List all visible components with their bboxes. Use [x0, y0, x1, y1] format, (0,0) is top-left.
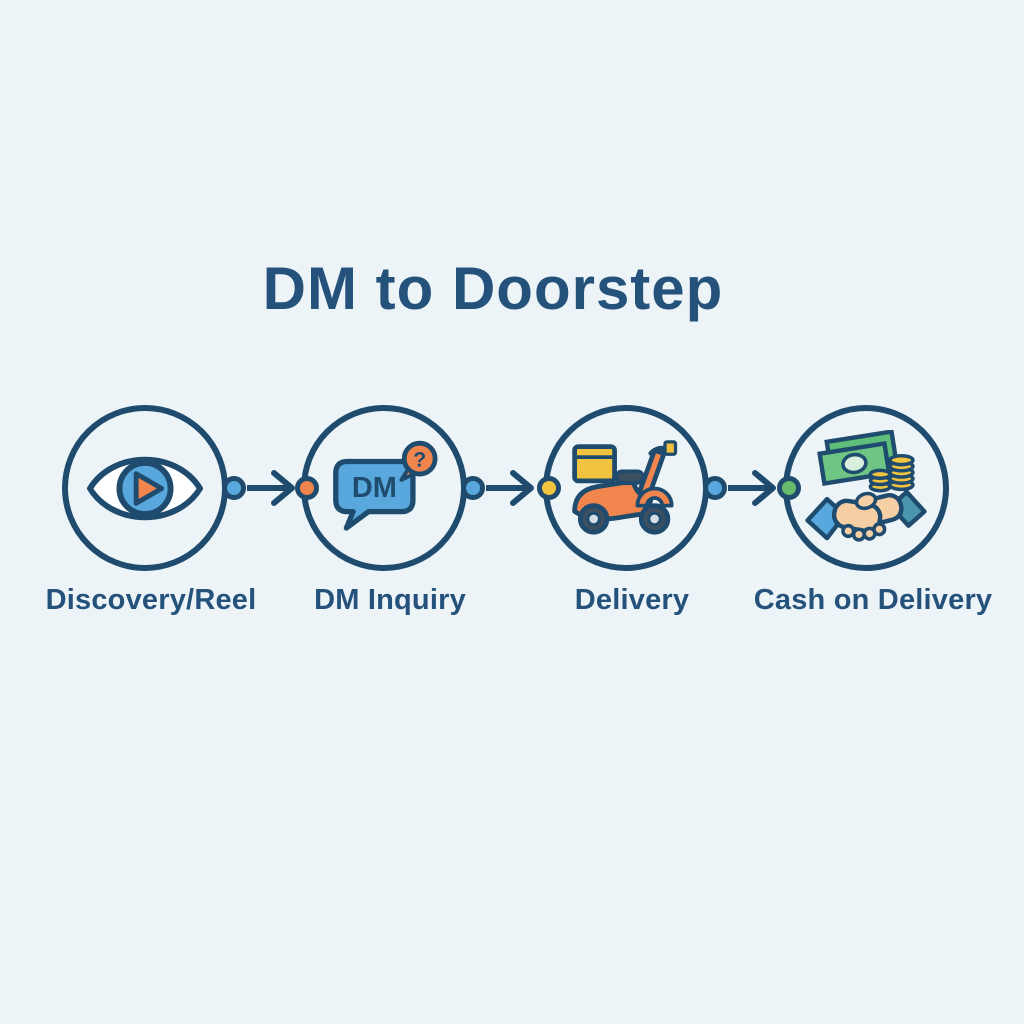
- step-circle-discovery: [62, 405, 228, 571]
- play-icon: [133, 470, 165, 506]
- step-label-dm-inquiry: DM Inquiry: [314, 584, 466, 616]
- delivery-scooter-icon: [572, 439, 678, 535]
- delivery-box: [572, 443, 617, 483]
- connector-dot: [537, 476, 561, 500]
- cash-handshake-icon: [805, 429, 927, 542]
- eye-play-icon: [86, 456, 204, 520]
- scooter-seat: [614, 468, 646, 485]
- step-circle-dm-inquiry: DM ?: [301, 405, 467, 571]
- question-badge-icon: [401, 440, 438, 476]
- coin-stack-icon: [868, 453, 915, 492]
- connector-dot: [703, 476, 727, 500]
- money-bills-icon: [817, 429, 899, 486]
- arrow-right-icon: [728, 470, 776, 506]
- connector-dot: [295, 476, 319, 500]
- step-label-discovery: Discovery/Reel: [45, 584, 257, 616]
- dm-bubble-text: DM: [352, 472, 397, 504]
- page-title: DM to Doorstep: [262, 255, 724, 322]
- arrow-right-icon: [247, 470, 295, 506]
- step-circle-cash-on-delivery: [783, 405, 949, 571]
- connector-dot: [222, 476, 246, 500]
- step-circle-delivery: [543, 405, 709, 571]
- connector-dot: [461, 476, 485, 500]
- dm-chat-bubble-icon: DM ?: [333, 440, 438, 531]
- handshake-icon: [805, 489, 927, 542]
- connector-dot: [777, 476, 801, 500]
- step-label-delivery: Delivery: [574, 584, 690, 616]
- question-badge-text: ?: [413, 448, 426, 471]
- step-label-cash-on-delivery: Cash on Delivery: [753, 584, 993, 616]
- arrow-right-icon: [486, 470, 534, 506]
- scooter-mirror: [663, 439, 678, 456]
